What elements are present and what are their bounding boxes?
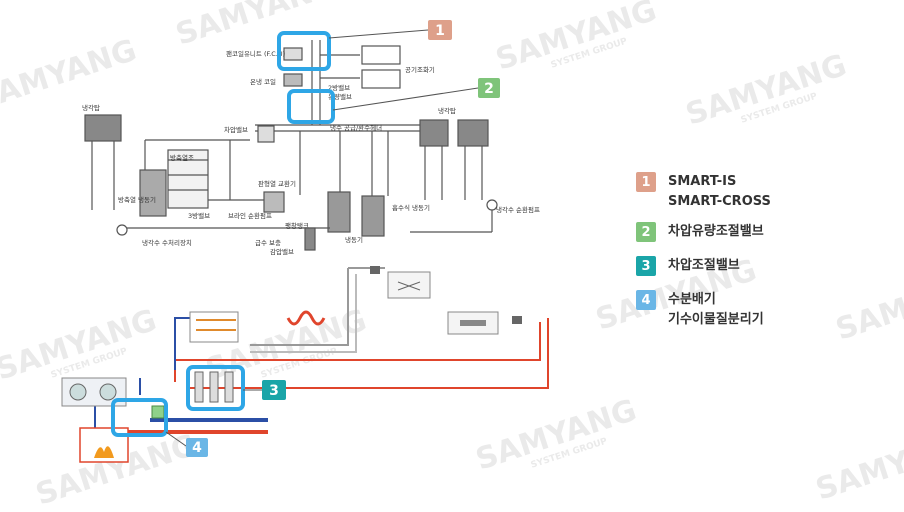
diff-valve-label: 유량밸브 <box>328 92 352 101</box>
legend-text-3: 차압조절밸브 <box>668 258 740 273</box>
bypass-label: 차압밸브 <box>224 125 248 134</box>
highlight-4 <box>111 398 168 437</box>
legend-text-2: 차압유량조절밸브 <box>668 224 764 239</box>
reducer-label: 감압밸브 <box>270 247 294 256</box>
badge-3-bg <box>262 380 286 400</box>
legend-item-2: 2 차압유량조절밸브 <box>636 222 764 242</box>
expansion-label: 팽창탱크 <box>285 221 309 230</box>
cooling-tower-left-label: 냉각탑 <box>82 103 100 112</box>
watermark-text: SAMYANG <box>172 0 341 53</box>
watermark-text: SAMYANG <box>682 48 851 133</box>
badge-4-bg <box>186 438 208 457</box>
legend-badge-3: 3 <box>636 256 656 276</box>
hx-label: 판형열 교환기 <box>258 179 296 188</box>
chiller-left-label: 방축열 냉동기 <box>118 195 156 204</box>
legend-text-4a: 수분배기 <box>668 292 716 307</box>
valve3-label: 3방밸브 <box>188 211 210 220</box>
watermark-text: SAMYANG <box>0 303 161 388</box>
storage-label: 방축열조 <box>170 153 194 162</box>
badge-4-text: 4 <box>192 440 202 456</box>
abs-label: 흡수식 냉동기 <box>392 203 430 212</box>
badge-1-bg <box>428 20 452 40</box>
pump-right-label: 냉각수 순환펌프 <box>496 205 540 214</box>
cooling-tower-right-label: 냉각탑 <box>438 106 456 115</box>
legend-item-3: 3 차압조절밸브 <box>636 256 740 276</box>
fcu-label: 팬코일유니트 (F.C.U) <box>226 49 285 58</box>
makeup-label: 급수 보충 <box>255 238 281 247</box>
top-diagram <box>84 40 498 251</box>
highlight-2 <box>287 89 335 124</box>
top-labels: 팬코일유니트 (F.C.U) 공기조화기 온냉 코일 2방밸브 유량밸브 냉각탑… <box>82 49 540 256</box>
water-treat-label: 냉각수 수처리장치 <box>142 238 192 247</box>
badge-3-text: 3 <box>269 383 279 399</box>
badge-2-text: 2 <box>484 81 494 97</box>
badge-2-bg <box>478 78 500 98</box>
watermark-text: SAMYANG <box>472 393 641 478</box>
watermark-text: SAMYANG <box>812 423 904 508</box>
highlight-3 <box>186 365 245 411</box>
watermark-text: SAMYANG <box>832 263 904 348</box>
bottom-diagram <box>61 266 549 463</box>
highlight-1 <box>277 31 331 71</box>
chiller-bottom-label: 냉동기 <box>345 235 363 244</box>
legend-text-1a: SMART-IS <box>668 174 737 189</box>
legend-item-4: 4 수분배기 기수이물질분리기 <box>636 290 764 330</box>
ahu-label: 공기조화기 <box>405 65 435 74</box>
brine-label: 브라인 순환펌프 <box>228 211 272 220</box>
legend-badge-4: 4 <box>636 290 656 310</box>
legend-badge-2: 2 <box>636 222 656 242</box>
watermark-text: SAMYANG <box>492 0 661 78</box>
legend-text-1b: SMART-CROSS <box>668 194 771 209</box>
leader-lines <box>165 29 479 447</box>
valve2-label: 2방밸브 <box>328 83 350 92</box>
highlight-boxes <box>111 31 335 437</box>
badge-1-text: 1 <box>435 23 445 39</box>
legend-item-1: 1 SMART-IS SMART-CROSS <box>636 172 771 212</box>
header-label: 냉수 공급/환수헤더 <box>330 123 382 132</box>
diagram-badges: 1 2 3 4 <box>186 20 500 457</box>
legend-text-4b: 기수이물질분리기 <box>668 312 764 327</box>
legend-badge-1: 1 <box>636 172 656 192</box>
coil-label: 온냉 코일 <box>250 77 276 86</box>
watermark-text: SAMYANG <box>0 33 141 118</box>
